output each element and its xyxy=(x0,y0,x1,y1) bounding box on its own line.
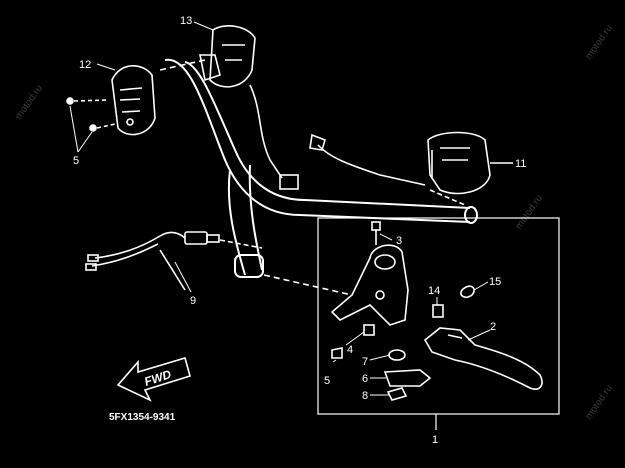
circlip-15 xyxy=(460,285,475,298)
right-switch-housing xyxy=(309,131,513,206)
small-parts xyxy=(331,324,432,401)
left-switch-housing xyxy=(66,65,156,136)
bolt-3 xyxy=(371,221,381,245)
callout-11: 11 xyxy=(515,158,526,170)
watermark: motod.ru xyxy=(13,83,45,122)
screw-5 xyxy=(331,347,343,359)
handlebar xyxy=(164,58,478,278)
callout-14: 14 xyxy=(428,285,440,297)
watermark: motod.ru xyxy=(583,383,615,422)
callout-5: 5 xyxy=(324,375,330,387)
forward-direction-arrow: FWD xyxy=(116,357,191,402)
leader-lines xyxy=(69,21,491,396)
callout-12: 12 xyxy=(79,59,91,71)
callout-2: 2 xyxy=(490,321,496,333)
clutch-switch-cable xyxy=(85,231,263,291)
callout-9: 9 xyxy=(190,295,196,307)
washer-7 xyxy=(388,349,406,361)
lever-holder xyxy=(263,244,409,326)
upper-switch-housing xyxy=(159,25,299,190)
clutch-lever-assembly-frame xyxy=(317,217,560,415)
nut-8 xyxy=(386,387,408,401)
callout-8: 8 xyxy=(362,390,368,402)
callout-15: 15 xyxy=(489,276,501,288)
collar-4 xyxy=(363,324,375,336)
callout-13: 13 xyxy=(180,15,192,27)
plate-6 xyxy=(383,369,432,387)
callout-7: 7 xyxy=(362,356,368,368)
drawing-code: 5FX1354-9341 xyxy=(109,412,176,423)
callout-1: 1 xyxy=(432,434,438,446)
callout-labels: 13 12 5 11 9 3 14 15 2 4 5 7 6 8 1 xyxy=(73,15,526,446)
bushing-14 xyxy=(432,304,444,318)
callout-5: 5 xyxy=(73,155,79,167)
watermarks: motod.ru motod.ru motod.ru motod.ru xyxy=(13,23,615,422)
callout-3: 3 xyxy=(396,235,402,247)
watermark: motod.ru xyxy=(583,23,615,62)
callout-6: 6 xyxy=(362,373,368,385)
clutch-lever xyxy=(423,285,543,390)
callout-4: 4 xyxy=(347,344,353,356)
watermark: motod.ru xyxy=(513,193,545,232)
